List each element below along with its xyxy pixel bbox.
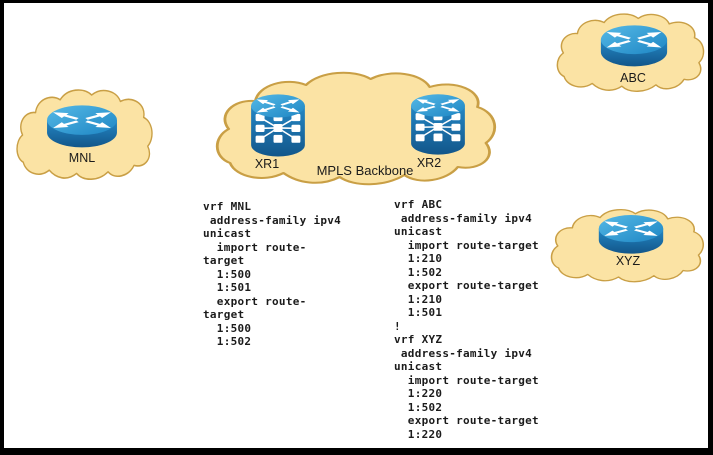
cloud-mnl-label: MNL [68, 151, 96, 165]
cloud-mpls-backbone-label: MPLS Backbone [316, 163, 414, 178]
router-xr1-label: XR1 [254, 157, 280, 171]
cloud-xyz-label: XYZ [615, 254, 641, 268]
xr1-router-icon [251, 94, 305, 157]
mnl-router-icon [47, 105, 117, 148]
xr1-vrf-config-text: vrf MNL address-family ipv4 unicast impo… [203, 200, 342, 348]
cloud-abc-label: ABC [620, 71, 646, 85]
router-xr2-label: XR2 [416, 156, 442, 170]
xr2-vrf-config-text: vrf ABC address-family ipv4 unicast impo… [394, 198, 539, 441]
abc-router-icon [600, 25, 668, 67]
xyz-router-icon [598, 215, 664, 254]
xr2-router-icon [411, 94, 465, 155]
